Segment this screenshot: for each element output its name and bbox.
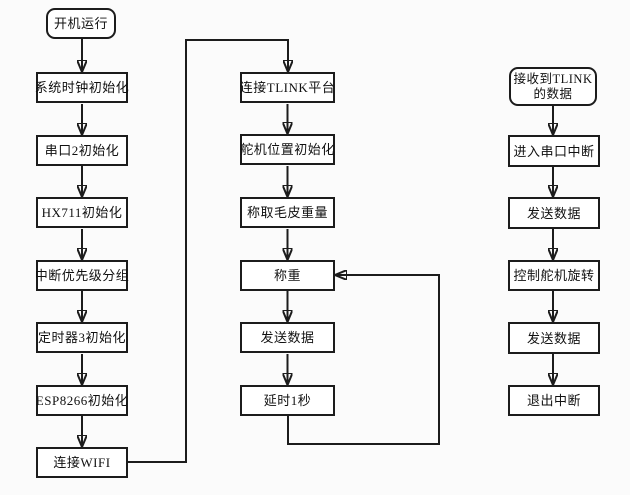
node-receive-tlink-data: 接收到TLINK 的数据 — [509, 67, 597, 106]
node-enter-uart-interrupt: 进入串口中断 — [508, 135, 600, 167]
receive-tlink-line2: 的数据 — [533, 86, 573, 101]
node-connect-wifi: 连接WIFI — [36, 447, 128, 478]
node-send-data-main: 发送数据 — [240, 322, 335, 353]
node-connect-tlink: 连接TLINK平台 — [240, 72, 335, 103]
connector-wifi-to-tlink — [128, 39, 288, 463]
node-delay-1s: 延时1秒 — [240, 385, 335, 416]
node-send-data-2: 发送数据 — [508, 322, 600, 354]
node-esp8266-init: ESP8266初始化 — [36, 385, 128, 416]
node-weigh: 称重 — [240, 260, 335, 291]
node-hx711-init: HX711初始化 — [36, 197, 128, 228]
node-exit-interrupt: 退出中断 — [508, 385, 600, 416]
node-weigh-fur: 称取毛皮重量 — [240, 197, 335, 228]
node-start-power-on: 开机运行 — [46, 8, 116, 39]
node-interrupt-priority-group: 中断优先级分组 — [35, 260, 129, 291]
node-timer3-init: 定时器3初始化 — [36, 322, 128, 353]
node-uart2-init: 串口2初始化 — [36, 135, 128, 166]
node-control-servo-rotate: 控制舵机旋转 — [508, 260, 600, 291]
node-servo-position-init: 舵机位置初始化 — [240, 134, 335, 165]
node-sys-clock-init: 系统时钟初始化 — [35, 72, 129, 103]
connector-delay-loop-to-weigh — [287, 275, 440, 445]
receive-tlink-line1: 接收到TLINK — [513, 71, 593, 86]
node-send-data-1: 发送数据 — [508, 197, 600, 229]
